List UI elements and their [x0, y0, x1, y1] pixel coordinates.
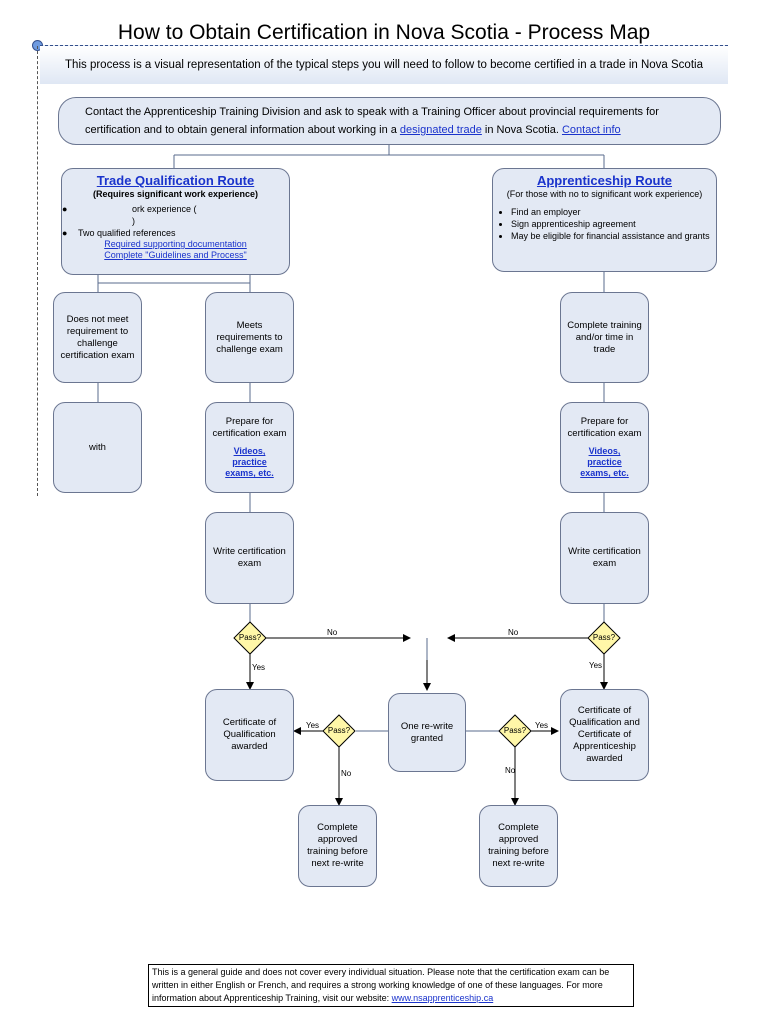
trade-qualification-bullets: ● ork experience ( ) ● Two qualified ref… — [62, 203, 289, 239]
bullet-text: ) — [132, 216, 135, 226]
footer-text: This is a general guide and does not cov… — [152, 967, 610, 1003]
box-text: Write certification exam — [568, 546, 641, 569]
no-label: No — [341, 769, 352, 778]
box-text: Certificate of Qualification and Certifi… — [569, 705, 640, 764]
pass-label: Pass? — [327, 726, 351, 735]
intro-box: Contact the Apprenticeship Training Divi… — [58, 97, 721, 145]
trade-qualification-subtitle: (Requires significant work experience) — [92, 189, 259, 199]
no-label: No — [508, 628, 519, 637]
with-box: with — [53, 402, 142, 493]
yes-label: Yes — [589, 661, 603, 670]
intro-line-1: Contact the Apprenticeship Training Divi… — [85, 106, 659, 118]
apprenticeship-route-title[interactable]: Apprenticeship Route — [536, 173, 673, 188]
certificate-qualification-box: Certificate of Qualification awarded — [205, 689, 294, 781]
box-text: Complete approved training before next r… — [488, 822, 549, 869]
yes-label: Yes — [535, 721, 549, 730]
pass-label: Pass? — [592, 633, 616, 642]
meets-requirements-box: Meets requirements to challenge exam — [205, 292, 294, 383]
apprenticeship-bullets: Find an employer Sign apprenticeship agr… — [493, 206, 716, 242]
pass-label: Pass? — [503, 726, 527, 735]
box-text: Certificate of Qualification awarded — [222, 717, 277, 752]
rewrite-granted-box: One re-write granted — [388, 693, 466, 772]
list-item: May be eligible for financial assistance… — [511, 230, 716, 242]
list-item: Sign apprenticeship agreement — [511, 218, 716, 230]
no-label: No — [327, 628, 338, 637]
prepare-exam-box-right: Prepare for certification exam Videos, p… — [560, 402, 649, 493]
list-item: ● Two qualified references — [62, 227, 289, 239]
bullet-text: Two qualified references — [78, 228, 176, 238]
intro-text: in Nova Scotia. — [481, 124, 562, 136]
guidelines-process-link[interactable]: Complete "Guidelines and Process" — [104, 250, 247, 260]
no-label: No — [505, 766, 516, 775]
approved-training-box-left: Complete approved training before next r… — [298, 805, 377, 887]
box-text: Does not meet requirement to challenge c… — [60, 313, 135, 361]
box-text: Complete training and/or time in trade — [567, 319, 642, 355]
page-title: How to Obtain Certification in Nova Scot… — [117, 21, 651, 44]
footer-note: This is a general guide and does not cov… — [148, 964, 634, 1007]
pass-decision-diamond — [498, 714, 532, 748]
intro-text: certification and to obtain general info… — [85, 124, 400, 136]
box-text: Complete approved training before next r… — [307, 822, 368, 869]
trade-qualification-route-box: Trade Qualification Route (Requires sign… — [61, 168, 290, 275]
yes-label: Yes — [306, 721, 320, 730]
videos-practice-link[interactable]: Videos, practice exams, etc. — [225, 446, 274, 478]
box-text: Prepare for certification exam — [567, 416, 642, 439]
box-text: One re-write granted — [400, 720, 454, 744]
intro-line-2: certification and to obtain general info… — [85, 121, 621, 139]
page-subtitle: This process is a visual representation … — [65, 59, 703, 71]
list-item: Find an employer — [511, 206, 716, 218]
trade-qualification-title[interactable]: Trade Qualification Route — [96, 173, 255, 188]
subtitle-band: This process is a visual representation … — [40, 45, 728, 84]
prepare-exam-box-left: Prepare for certification exam Videos, p… — [205, 402, 294, 493]
apprenticeship-route-box: Apprenticeship Route (For those with no … — [492, 168, 717, 272]
does-not-meet-box: Does not meet requirement to challenge c… — [53, 292, 142, 383]
box-text: Prepare for certification exam — [212, 416, 287, 439]
write-exam-box-right: Write certification exam — [560, 512, 649, 604]
pass-decision-diamond — [322, 714, 356, 748]
contact-info-link[interactable]: Contact info — [561, 124, 621, 136]
apprenticeship-route-subtitle: (For those with no to significant work e… — [506, 189, 703, 199]
margin-rule — [37, 46, 38, 496]
box-text: Write certification exam — [213, 546, 286, 569]
write-exam-box-left: Write certification exam — [205, 512, 294, 604]
certificate-both-box: Certificate of Qualification and Certifi… — [560, 689, 649, 781]
pass-decision-diamond — [587, 621, 621, 655]
pass-decision-diamond — [233, 621, 267, 655]
videos-practice-link[interactable]: Videos, practice exams, etc. — [580, 446, 629, 478]
approved-training-box-right: Complete approved training before next r… — [479, 805, 558, 887]
bullet-icon: ● — [62, 228, 68, 238]
bullet-icon: ● — [62, 204, 68, 214]
designated-trade-link[interactable]: designated trade — [399, 124, 482, 136]
website-link[interactable]: www.nsapprenticeship.ca — [391, 993, 494, 1003]
supporting-documentation-link[interactable]: Required supporting documentation — [104, 239, 247, 249]
bullet-text: ork experience ( — [132, 204, 197, 214]
box-text: Meets requirements to challenge exam — [216, 319, 283, 355]
complete-training-box: Complete training and/or time in trade — [560, 292, 649, 383]
yes-label: Yes — [252, 663, 266, 672]
pass-label: Pass? — [238, 633, 262, 642]
box-text: with — [89, 441, 106, 453]
list-item: ● ork experience ( — [62, 203, 289, 215]
